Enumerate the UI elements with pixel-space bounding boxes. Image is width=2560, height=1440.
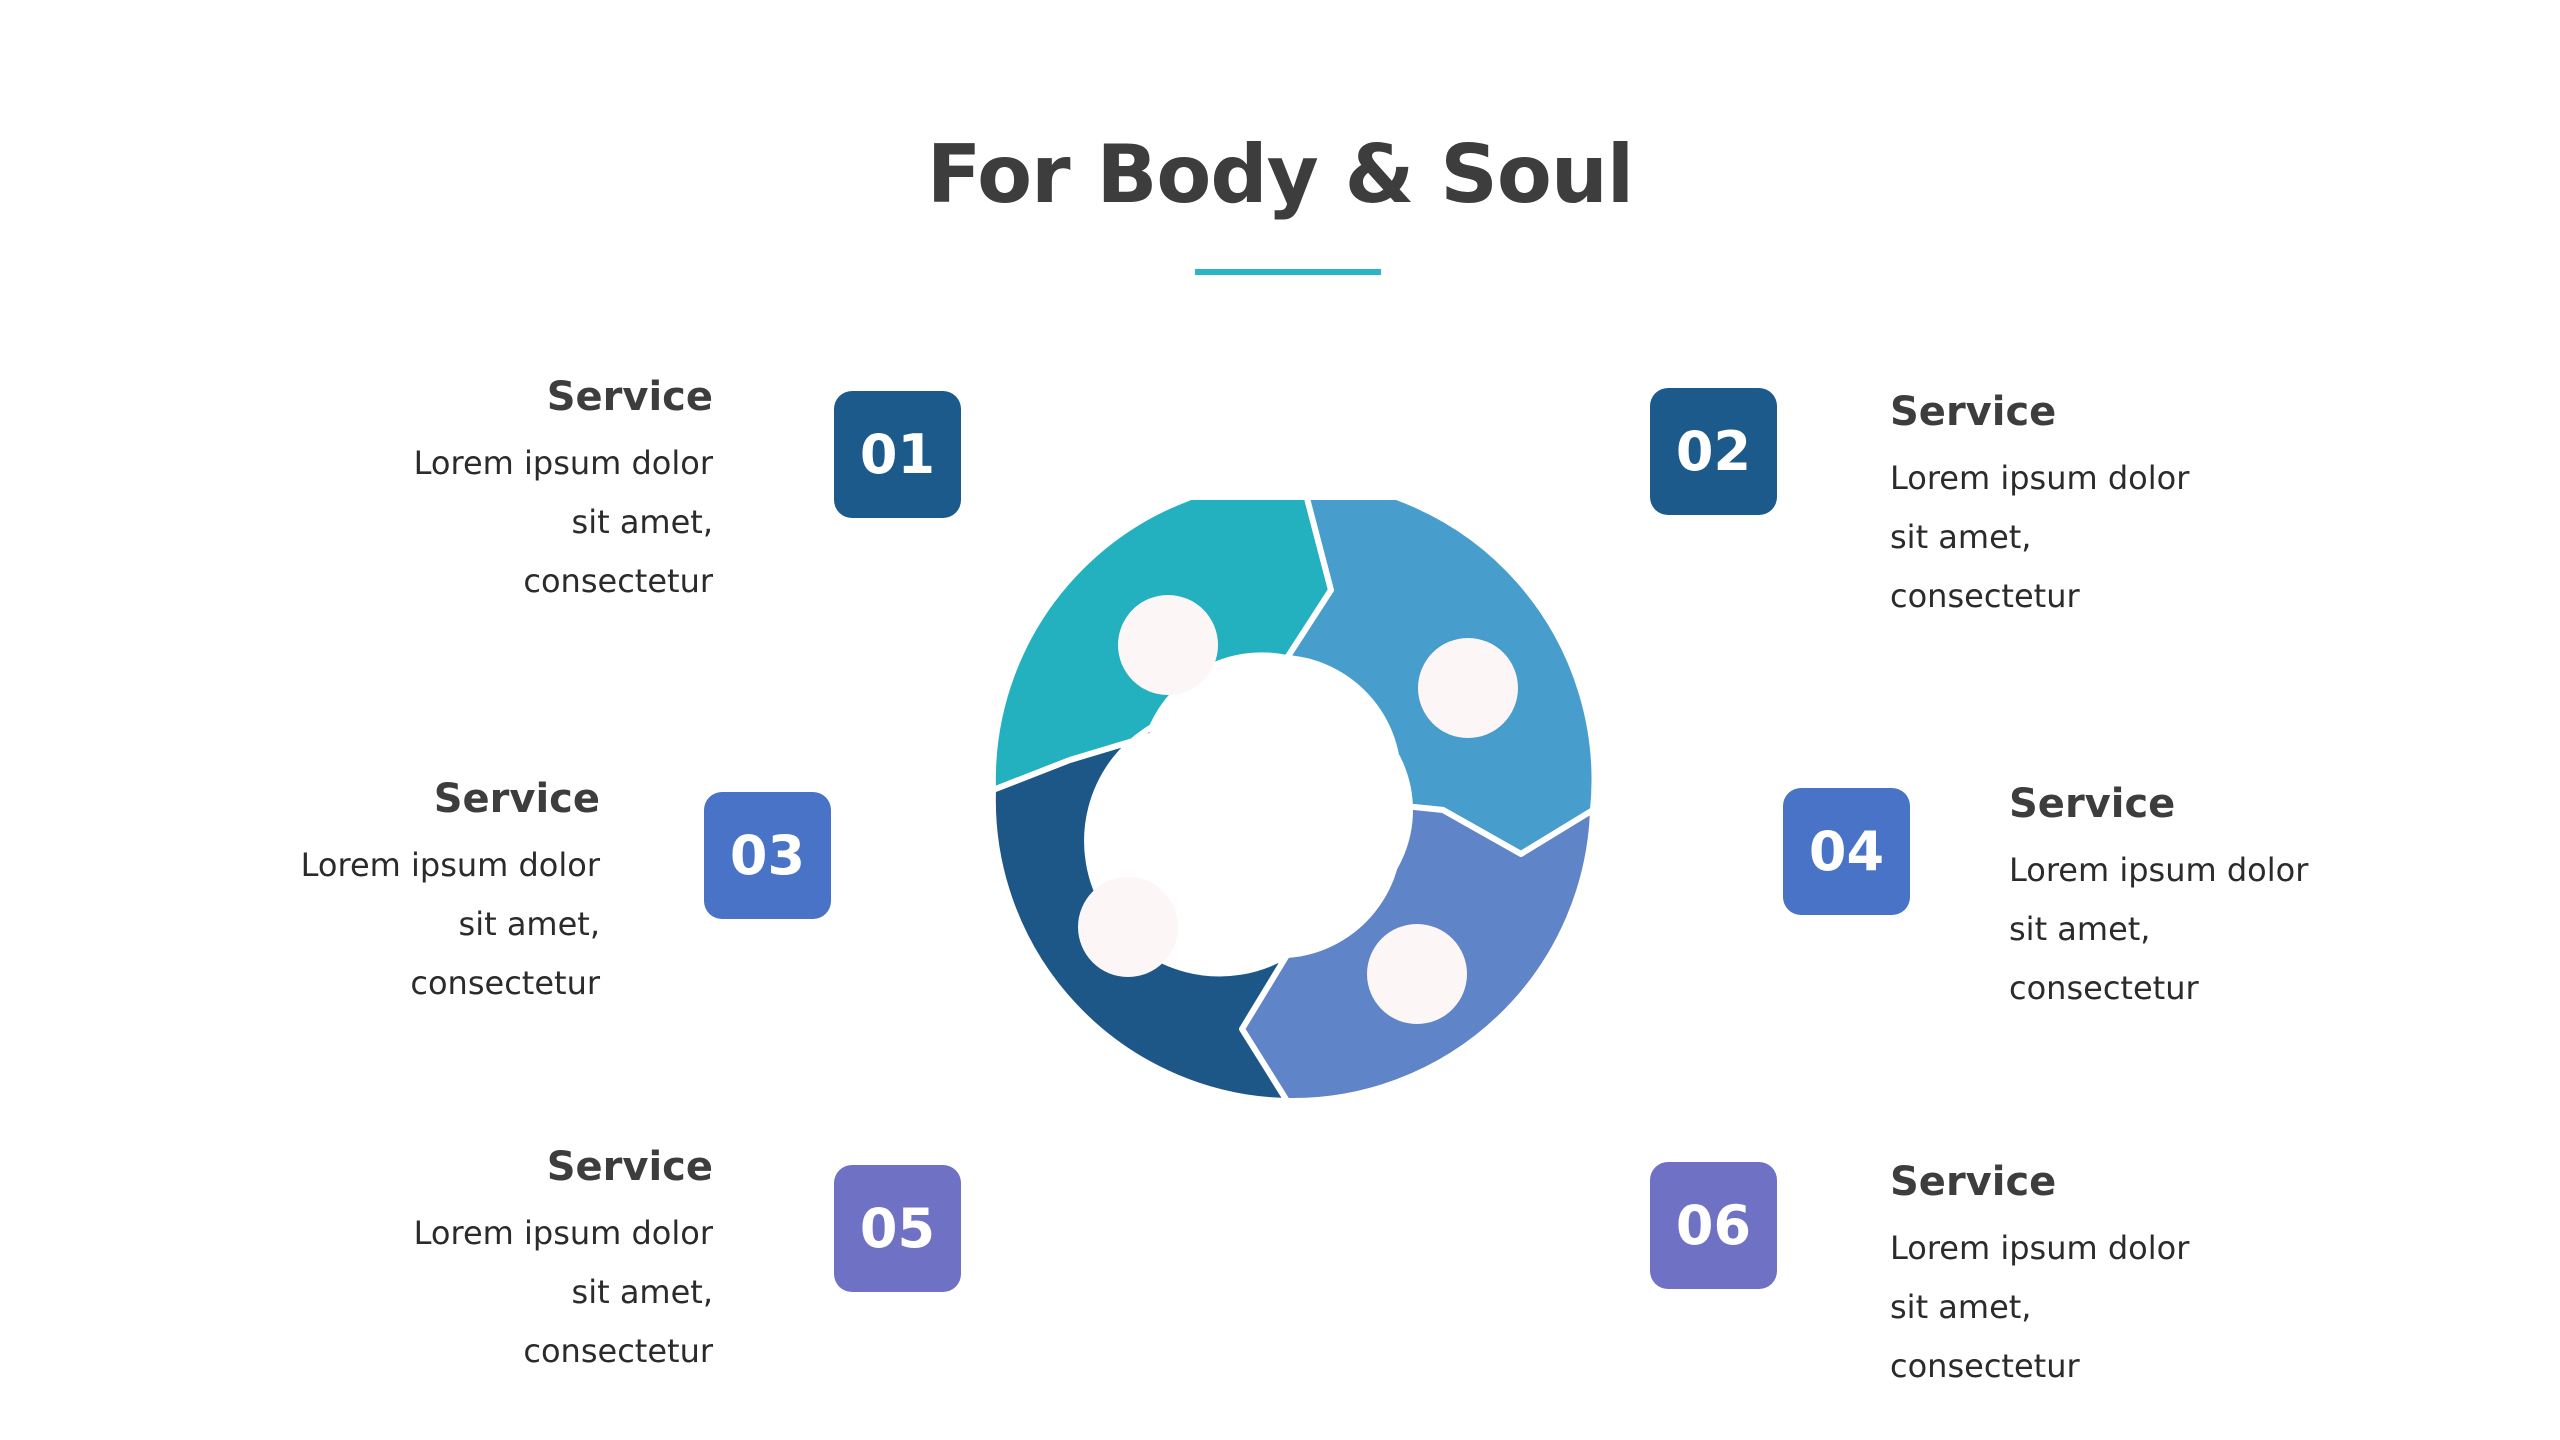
service-item-03: Service Lorem ipsum dolor sit amet, cons… xyxy=(80,772,600,1013)
segment-dot xyxy=(1418,638,1518,738)
number-badge-02: 02 xyxy=(1650,388,1777,515)
slide-title: For Body & Soul xyxy=(926,128,1634,221)
title-underline xyxy=(1195,269,1381,275)
service-item-06: Service Lorem ipsum dolor sit amet, cons… xyxy=(1890,1155,2410,1396)
number-badge-04: 04 xyxy=(1783,788,1910,915)
service-title: Service xyxy=(2009,781,2176,827)
service-item-01: Service Lorem ipsum dolor sit amet, cons… xyxy=(193,370,713,611)
segment-dot xyxy=(1118,595,1218,695)
segment-dot xyxy=(1078,877,1178,977)
cycle-segment-top-left xyxy=(989,500,1334,793)
cycle-diagram xyxy=(989,500,1598,1105)
number-badge-05: 05 xyxy=(834,1165,961,1292)
cycle-segment-bottom-right xyxy=(1239,802,1596,1105)
service-item-05: Service Lorem ipsum dolor sit amet, cons… xyxy=(193,1140,713,1381)
service-description: Lorem ipsum dolor sit amet, consectetur xyxy=(413,444,713,600)
service-title: Service xyxy=(546,374,713,420)
cycle-segment-top-right xyxy=(1284,500,1598,857)
number-badge-06: 06 xyxy=(1650,1162,1777,1289)
cycle-segment-bottom-left xyxy=(989,724,1290,1104)
service-title: Service xyxy=(1890,389,2057,435)
service-item-04: Service Lorem ipsum dolor sit amet, cons… xyxy=(2009,777,2529,1018)
service-description: Lorem ipsum dolor sit amet, consectetur xyxy=(413,1214,713,1370)
cycle-center-hole xyxy=(1177,692,1413,928)
number-badge-01: 01 xyxy=(834,391,961,518)
service-title: Service xyxy=(1890,1159,2057,1205)
segment-dot xyxy=(1367,924,1467,1024)
service-item-02: Service Lorem ipsum dolor sit amet, cons… xyxy=(1890,385,2410,626)
service-description: Lorem ipsum dolor sit amet, consectetur xyxy=(300,846,600,1002)
number-badge-03: 03 xyxy=(704,792,831,919)
service-title: Service xyxy=(433,776,600,822)
service-title: Service xyxy=(546,1144,713,1190)
service-description: Lorem ipsum dolor sit amet, consectetur xyxy=(1890,459,2190,615)
service-description: Lorem ipsum dolor sit amet, consectetur xyxy=(2009,851,2309,1007)
service-description: Lorem ipsum dolor sit amet, consectetur xyxy=(1890,1229,2190,1385)
